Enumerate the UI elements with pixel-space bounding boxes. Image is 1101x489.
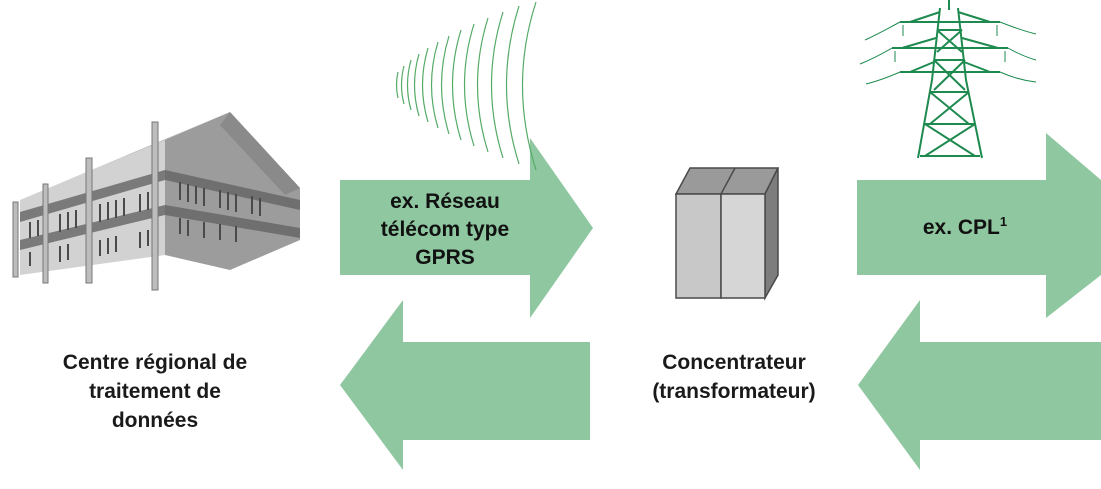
- data-center-label-line-1: Centre régional de: [62, 351, 248, 374]
- arrow-from-pylon: [858, 300, 1101, 470]
- concentrator-label-line-2: (transformateur): [652, 380, 816, 403]
- wireless-signal-icon: [395, 1, 537, 171]
- power-line-link-label: ex. CPL1: [880, 214, 1050, 242]
- concentrator-label: Concentrateur (transformateur): [610, 348, 858, 406]
- building-icon: [12, 112, 300, 291]
- power-pylon-icon: [859, 0, 1037, 159]
- power-line-label: ex. CPL: [922, 216, 1000, 239]
- arrow-to-data-center: [340, 300, 590, 470]
- telecom-link-label: ex. Réseau télécom type GPRS: [360, 188, 530, 272]
- data-center-label-line-2: traitement de: [89, 380, 221, 403]
- telecom-label-line-2: télécom type: [380, 218, 510, 241]
- data-center-label-line-3: données: [111, 409, 199, 432]
- arrow-to-concentrator: [340, 138, 593, 318]
- footnote-mark: 1: [999, 214, 1008, 229]
- telecom-label-line-1: ex. Réseau: [390, 190, 500, 213]
- server-cabinet-icon: [674, 167, 780, 301]
- telecom-label-line-3: GPRS: [415, 246, 475, 269]
- concentrator-label-line-1: Concentrateur: [662, 351, 806, 374]
- arrow-to-pylon: [857, 133, 1101, 318]
- data-center-label: Centre régional de traitement de données: [20, 348, 290, 435]
